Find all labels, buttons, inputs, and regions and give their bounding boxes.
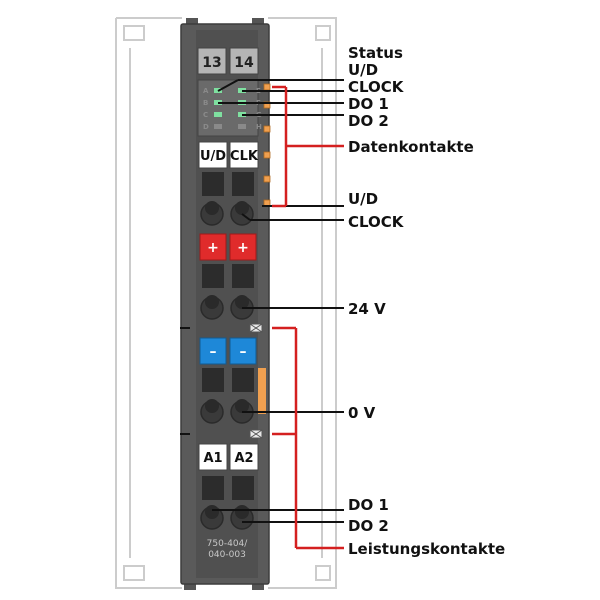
label-0v: 0 V <box>348 404 376 422</box>
label-do2-top: DO 2 <box>348 112 389 130</box>
led-panel: A B C D E F G H <box>197 79 262 137</box>
label-24v: 24 V <box>348 300 386 318</box>
part-number-line1: 750-404/ <box>207 539 249 549</box>
label-status: Status <box>348 44 403 62</box>
led-d <box>214 124 222 129</box>
terminal-number-14: 14 <box>234 55 254 71</box>
minus-markers: – – <box>199 337 257 365</box>
led-letter-c: C <box>203 111 208 119</box>
plus-marker-left: + <box>207 240 219 256</box>
led-letter-a: A <box>203 87 209 95</box>
tag-a1: A1 <box>203 451 222 466</box>
plus-markers: + + <box>199 233 257 261</box>
label-leistungskontakte: Leistungskontakte <box>348 540 505 558</box>
label-do2-bottom: DO 2 <box>348 517 389 535</box>
leistungskontakte-bracket <box>272 326 344 550</box>
orange-side-strip <box>258 368 266 414</box>
led-h <box>238 124 246 129</box>
terminal-number-13: 13 <box>202 55 221 71</box>
leader-lines <box>212 79 344 523</box>
release-slots-0v <box>200 368 254 424</box>
datenkontakte-bracket <box>272 85 344 208</box>
label-clock-mid: CLOCK <box>348 213 405 231</box>
minus-marker-right: – <box>240 344 247 360</box>
minus-marker-left: – <box>210 344 217 360</box>
label-datenkontakte: Datenkontakte <box>348 138 474 156</box>
tag-clk: CLK <box>230 149 259 164</box>
label-do1-top: DO 1 <box>348 95 389 113</box>
release-slots-bottom <box>200 476 254 530</box>
tag-ud: U/D <box>200 149 226 164</box>
label-ud-top: U/D <box>348 61 378 79</box>
led-c <box>214 112 222 117</box>
power-contact-upper <box>180 323 263 333</box>
release-slots-24v <box>200 264 254 320</box>
din-rail-outline <box>115 17 337 589</box>
led-letter-b: B <box>203 99 208 107</box>
tag-a2: A2 <box>234 451 253 466</box>
led-letter-h: H <box>256 123 262 131</box>
label-ud-mid: U/D <box>348 190 378 208</box>
label-do1-bottom: DO 1 <box>348 496 389 514</box>
plus-marker-right: + <box>237 240 249 256</box>
power-contact-lower <box>180 429 263 439</box>
label-clock-top: CLOCK <box>348 78 405 96</box>
terminal-number-plate: 13 14 <box>197 47 259 75</box>
part-number-line2: 040-003 <box>208 550 246 560</box>
bottom-tags: A1 A2 <box>198 443 259 471</box>
top-tags: U/D CLK <box>198 141 259 169</box>
led-letter-d: D <box>203 123 209 131</box>
